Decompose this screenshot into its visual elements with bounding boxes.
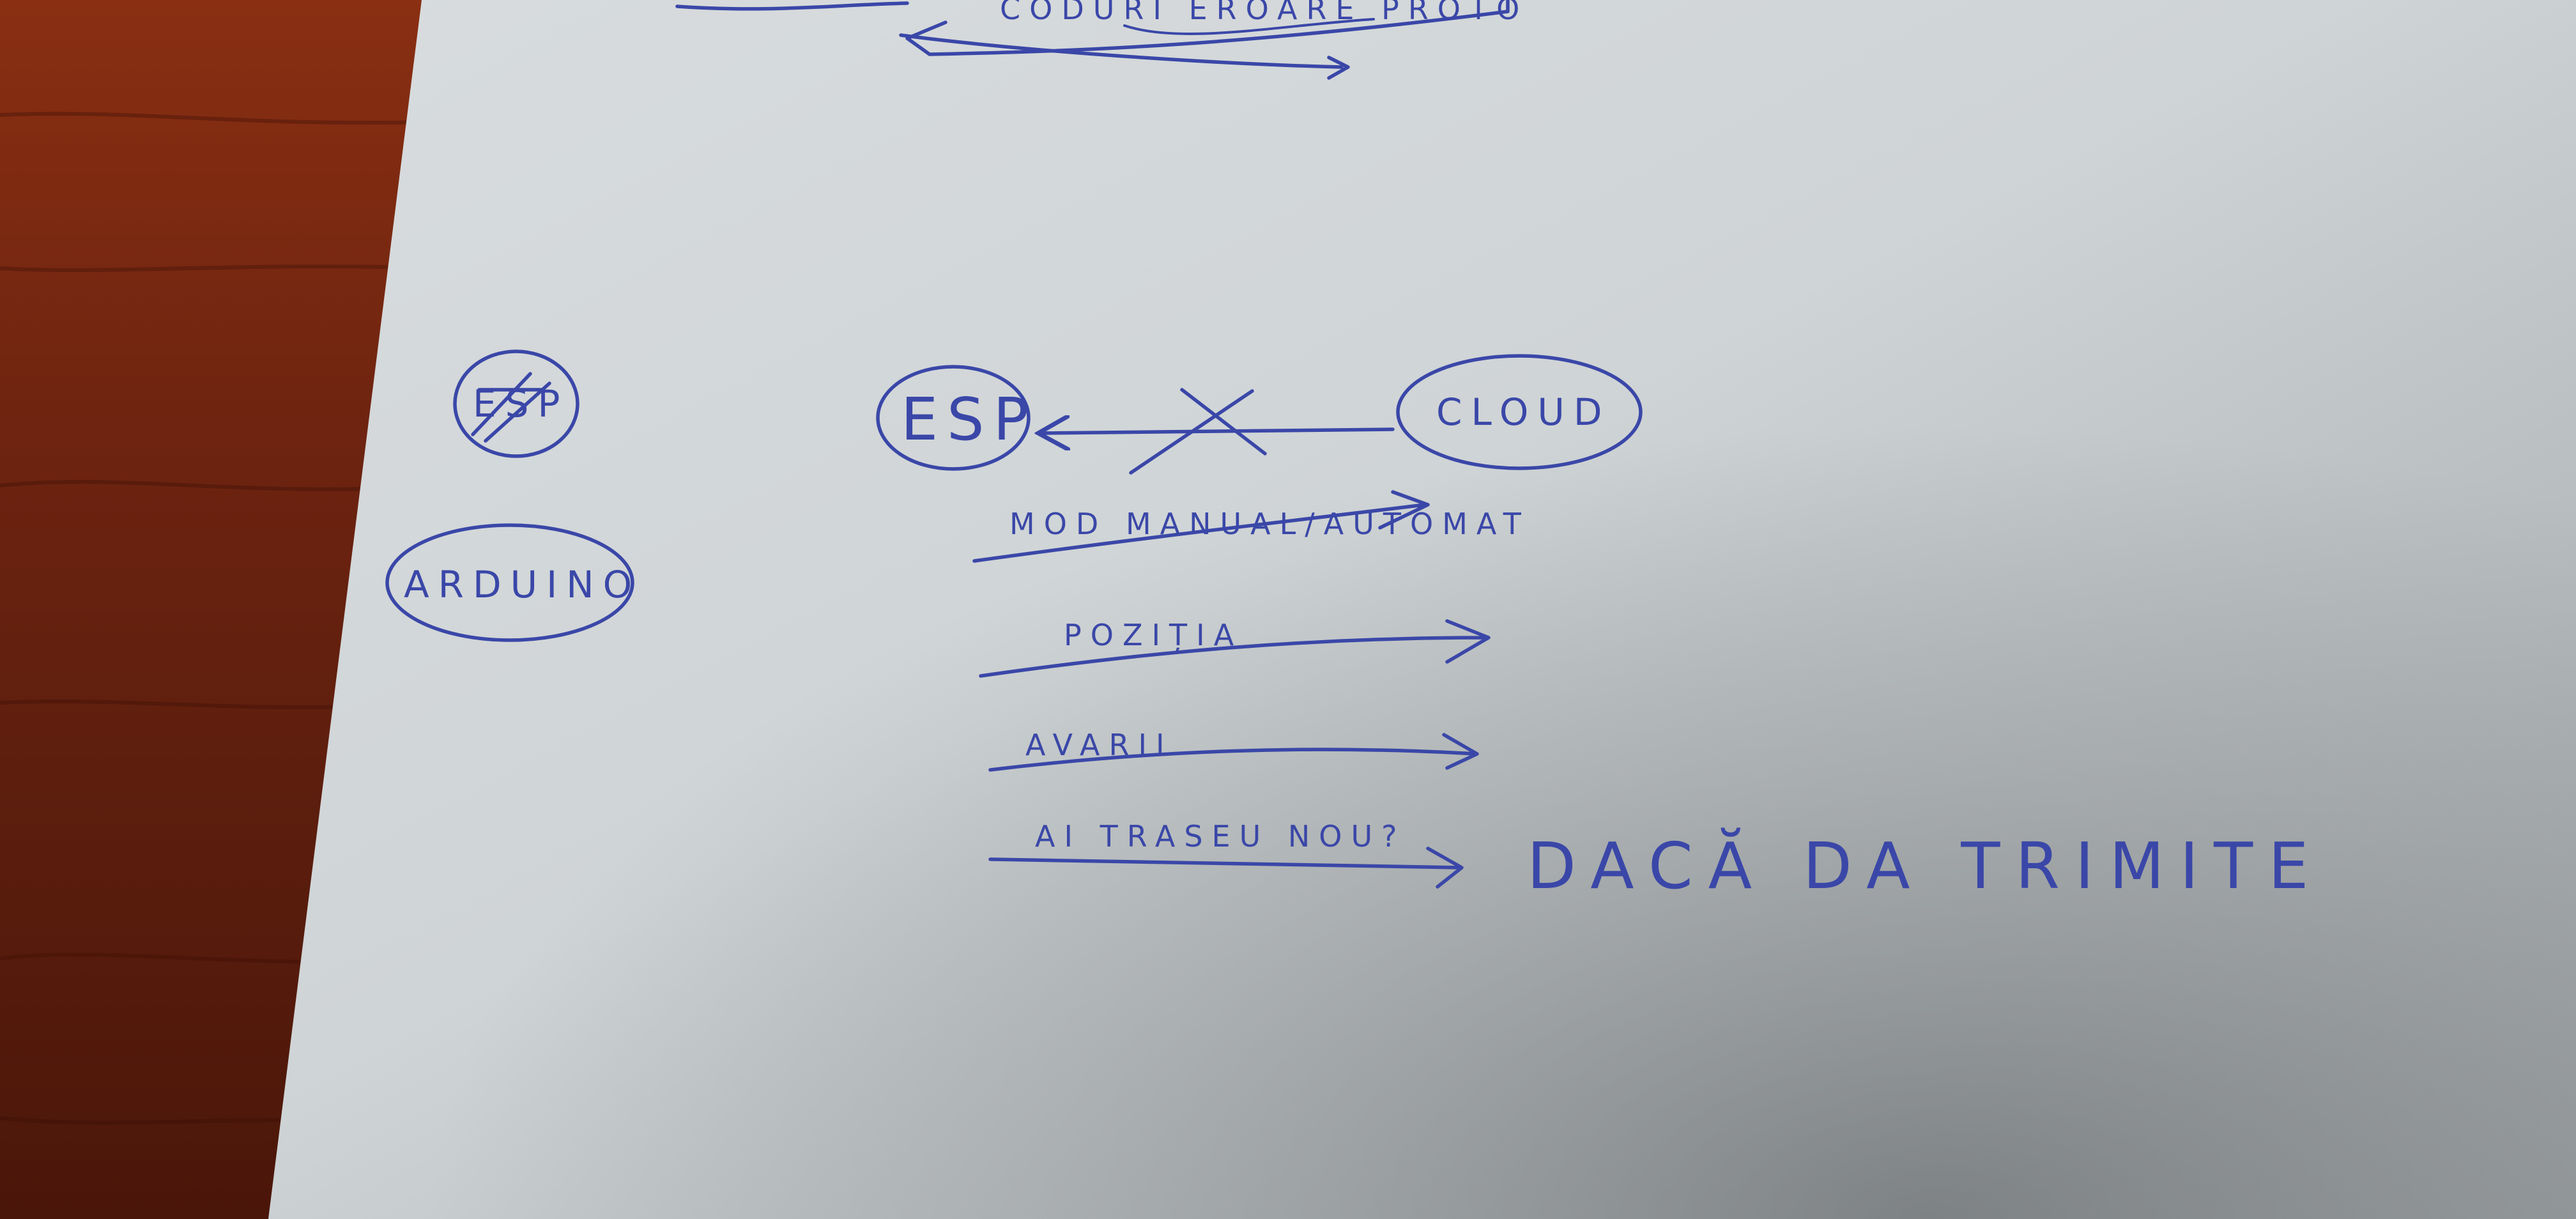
- message-mod-manual: MOD MANUAL/AUTOMAT: [972, 490, 1521, 563]
- message-pozitia: POZIȚIA: [979, 618, 1491, 678]
- message-traseu-nou: AI TRASEU NOU?: [988, 819, 1464, 889]
- left-esp-node: ESP: [453, 349, 579, 458]
- esp-node: ESP: [876, 365, 1038, 471]
- top-scribble-text: CODURI EROARE PROTO: [1000, 0, 1528, 26]
- cloud-node: CLOUD: [1396, 354, 1643, 470]
- svg-text:AVARII: AVARII: [1025, 728, 1174, 762]
- side-note: DACĂ DA TRIMITE: [1527, 827, 2324, 903]
- arduino-label: ARDUINO: [404, 563, 641, 606]
- esp-label: ESP: [901, 385, 1038, 454]
- arduino-node: ARDUINO: [385, 523, 641, 642]
- svg-text:POZIȚIA: POZIȚIA: [1064, 618, 1243, 653]
- svg-text:AI TRASEU NOU?: AI TRASEU NOU?: [1035, 819, 1406, 854]
- top-scribble: CODURI EROARE PROTO: [675, 0, 1528, 80]
- cloud-label: CLOUD: [1436, 390, 1611, 434]
- message-avarii: AVARII: [988, 728, 1479, 772]
- crossed-arrow: [1038, 388, 1395, 475]
